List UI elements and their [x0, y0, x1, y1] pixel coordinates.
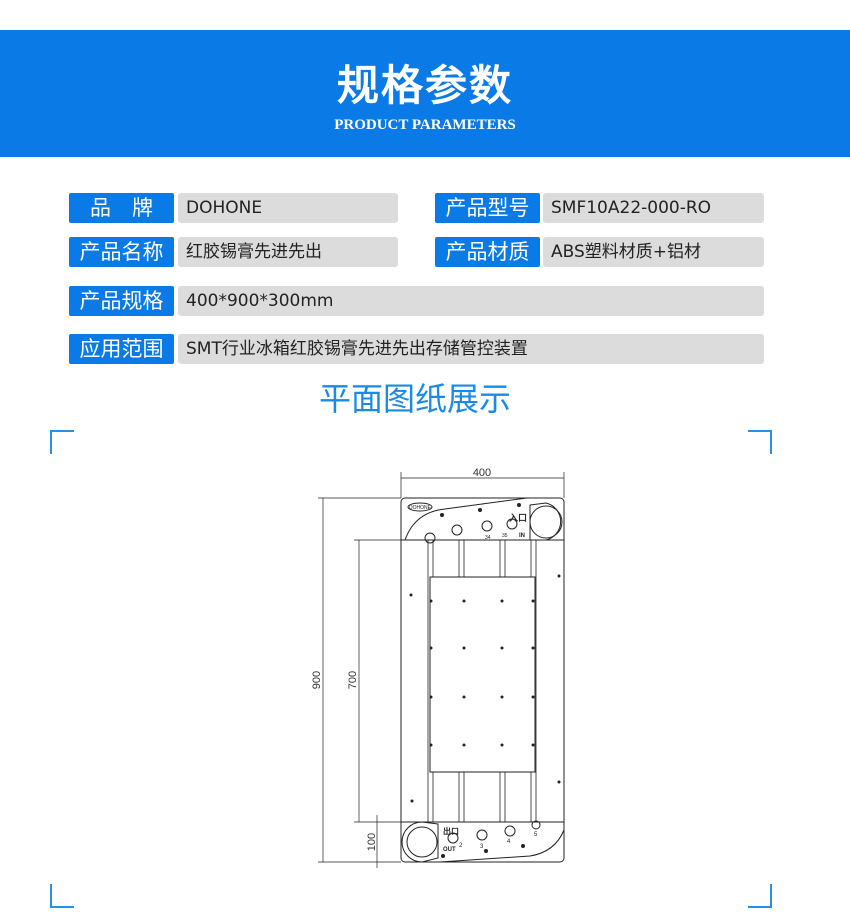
spec-value-application: SMT行业冰箱红胶锡膏先进先出存储管控装置	[178, 334, 764, 364]
dim-width: 400	[473, 467, 491, 479]
spec-label-application: 应用范围	[69, 334, 174, 364]
spec-label-model: 产品型号	[435, 193, 540, 223]
dim-cap: 100	[366, 833, 378, 851]
spec-label-brand: 品 牌	[69, 193, 174, 223]
dimension-lines	[318, 472, 565, 868]
spec-label-size: 产品规格	[69, 286, 174, 316]
spec-value-brand: DOHONE	[178, 193, 398, 223]
label-2: 2	[459, 843, 463, 849]
dim-height: 900	[311, 671, 323, 689]
header-banner	[0, 30, 850, 157]
spec-value-name: 红胶锡膏先进先出	[178, 237, 398, 267]
label-3: 3	[480, 844, 484, 850]
spec-value-material: ABS塑料材质+铝材	[543, 237, 764, 267]
corner-bracket-tr	[748, 430, 772, 454]
corner-bracket-tl	[50, 430, 74, 454]
spec-label-name: 产品名称	[69, 237, 174, 267]
label-5: 5	[534, 832, 538, 838]
tray	[429, 576, 536, 773]
outer-frame	[400, 497, 565, 863]
spec-value-model: SMF10A22-000-RO	[543, 193, 764, 223]
spec-value-size: 400*900*300mm	[178, 286, 764, 316]
label-out-cn: 出口	[443, 826, 459, 836]
corner-bracket-bl	[50, 884, 74, 908]
tray-holes	[409, 574, 561, 803]
label-in-cn: 入口	[508, 513, 527, 523]
label-4: 4	[507, 839, 511, 845]
corner-bracket-br	[748, 884, 772, 908]
label-out-en: OUT	[443, 847, 456, 853]
label-in-en: IN	[519, 533, 525, 539]
page-title: 规格参数	[336, 61, 513, 110]
label-34: 34	[485, 535, 491, 541]
section-title: 平面图纸展示	[318, 380, 511, 418]
dim-inner: 700	[347, 671, 359, 689]
page-subtitle: PRODUCT PARAMETERS	[334, 117, 516, 133]
drawing-logo: DOHONE	[409, 505, 432, 511]
label-35: 35	[502, 533, 508, 539]
spec-label-material: 产品材质	[435, 237, 540, 267]
